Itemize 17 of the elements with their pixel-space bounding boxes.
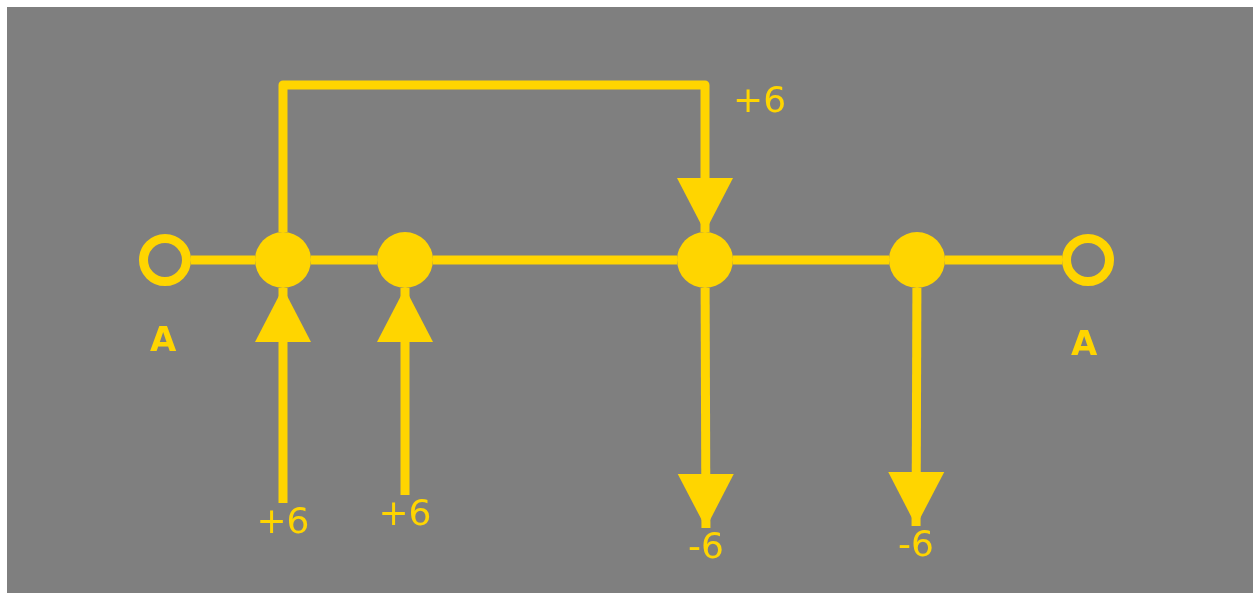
value-label: -6 [886, 526, 946, 562]
arrow [888, 288, 945, 526]
arrow [677, 288, 734, 528]
connector-line [433, 255, 677, 265]
arrow [255, 288, 311, 503]
connector-line [191, 255, 255, 265]
edge-label: +6 [733, 82, 787, 118]
arrow [278, 80, 733, 232]
point-label: A [1071, 326, 1098, 360]
value-label: -6 [676, 528, 736, 564]
connector-line [733, 255, 889, 265]
value-label: +6 [372, 495, 438, 531]
connector-line [311, 255, 377, 265]
arrow [377, 288, 433, 495]
value-label: +6 [250, 503, 316, 539]
point-label: A [150, 322, 177, 356]
connector-line [945, 255, 1062, 265]
